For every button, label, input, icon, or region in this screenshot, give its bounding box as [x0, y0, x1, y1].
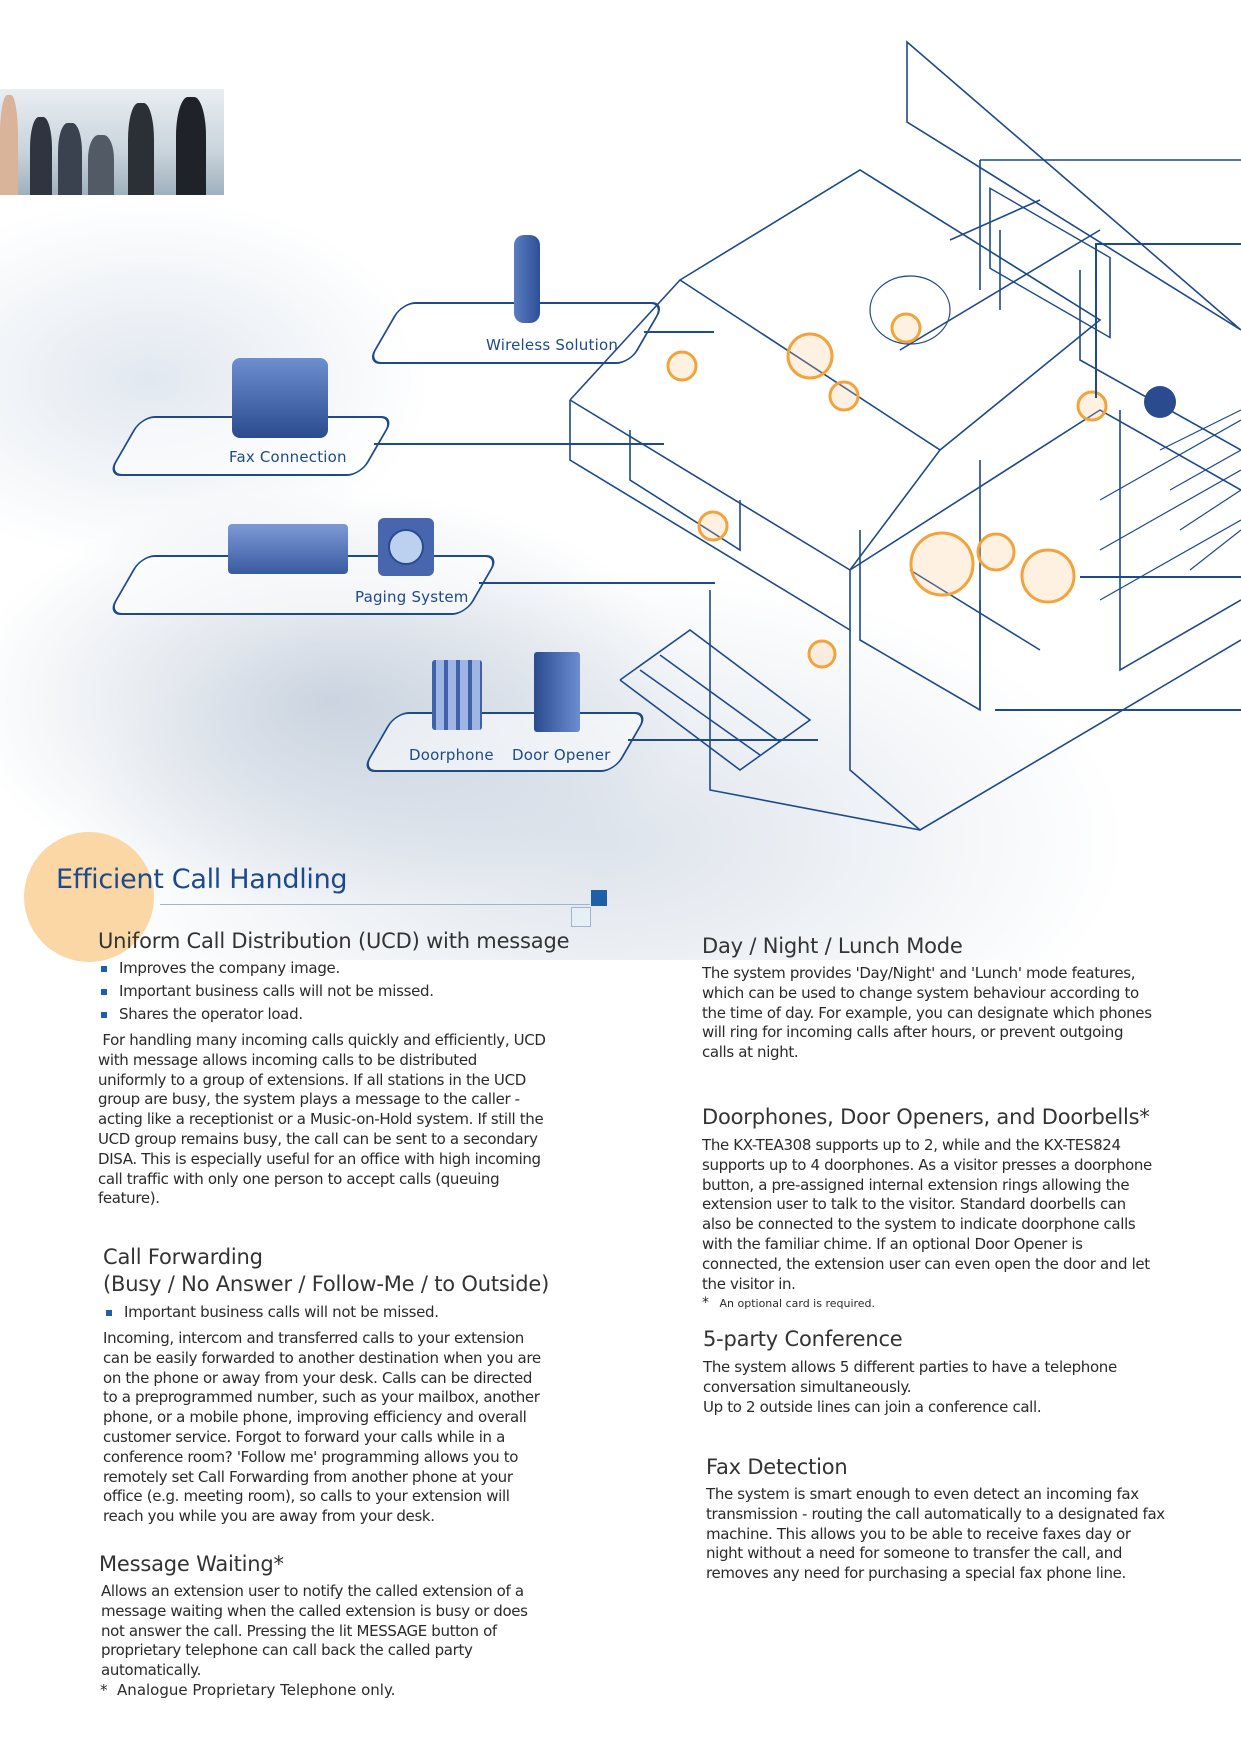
forwarding-heading-1: Call Forwarding	[103, 1245, 263, 1269]
right-connector-low	[995, 709, 1241, 711]
ucd-heading: Uniform Call Distribution (UCD) with mes…	[98, 929, 570, 953]
fax-detection-body: The system is smart enough to even detec…	[706, 1485, 1165, 1583]
door-connector	[628, 739, 818, 741]
list-item: Improves the company image.	[98, 957, 434, 980]
door-opener-label: Door Opener	[512, 746, 611, 764]
day-night-heading: Day / Night / Lunch Mode	[702, 934, 963, 958]
doorphones-heading: Doorphones, Door Openers, and Doorbells*	[702, 1105, 1150, 1129]
title-rule	[160, 904, 590, 905]
right-connector-mid	[1080, 576, 1241, 578]
list-item: Shares the operator load.	[98, 1003, 434, 1026]
doorphones-footnote: * An optional card is required.	[702, 1295, 876, 1311]
accent-square-dark	[591, 890, 607, 906]
forwarding-bullets: Important business calls will not be mis…	[103, 1301, 439, 1324]
list-item: Important business calls will not be mis…	[103, 1301, 439, 1324]
wireless-phone-icon	[514, 235, 540, 323]
forwarding-body: Incoming, intercom and transferred calls…	[103, 1329, 541, 1526]
fax-machine-icon	[232, 358, 328, 438]
office-people-photo	[0, 89, 224, 195]
message-waiting-heading: Message Waiting*	[99, 1552, 284, 1576]
amplifier-icon	[228, 524, 348, 574]
day-night-body: The system provides 'Day/Night' and 'Lun…	[702, 964, 1152, 1062]
heading-accent-circle	[24, 832, 154, 962]
message-waiting-footnote: * Analogue Proprietary Telephone only.	[100, 1681, 396, 1699]
doorphone-icon	[432, 660, 482, 730]
accent-square-light	[571, 907, 591, 927]
conference-heading: 5-party Conference	[703, 1327, 903, 1351]
section-title: Efficient Call Handling	[56, 864, 348, 895]
doorphone-label: Doorphone	[409, 746, 494, 764]
wireless-label: Wireless Solution	[486, 336, 619, 354]
fax-detection-heading: Fax Detection	[706, 1455, 848, 1479]
paging-connector	[479, 582, 715, 584]
right-connector-top-h	[1095, 243, 1241, 245]
doorphones-body: The KX-TEA308 supports up to 2, while an…	[702, 1136, 1152, 1293]
forwarding-heading-2: (Busy / No Answer / Follow-Me / to Outsi…	[103, 1272, 550, 1296]
ucd-bullets: Improves the company image. Important bu…	[98, 957, 434, 1026]
list-item: Important business calls will not be mis…	[98, 980, 434, 1003]
right-connector-top	[1095, 243, 1097, 398]
fax-label: Fax Connection	[229, 448, 347, 466]
office-building-diagram	[569, 40, 1241, 831]
wireless-connector	[644, 331, 714, 333]
paging-label: Paging System	[355, 588, 469, 606]
door-opener-icon	[534, 652, 580, 732]
message-waiting-body: Allows an extension user to notify the c…	[101, 1582, 528, 1680]
fax-connector	[374, 443, 664, 445]
conference-body-1: The system allows 5 different parties to…	[703, 1358, 1117, 1396]
ucd-body: For handling many incoming calls quickly…	[98, 1031, 551, 1208]
background-wash	[0, 60, 1241, 960]
conference-body-2: Up to 2 outside lines can join a confere…	[703, 1398, 1042, 1416]
speaker-icon	[378, 518, 434, 576]
